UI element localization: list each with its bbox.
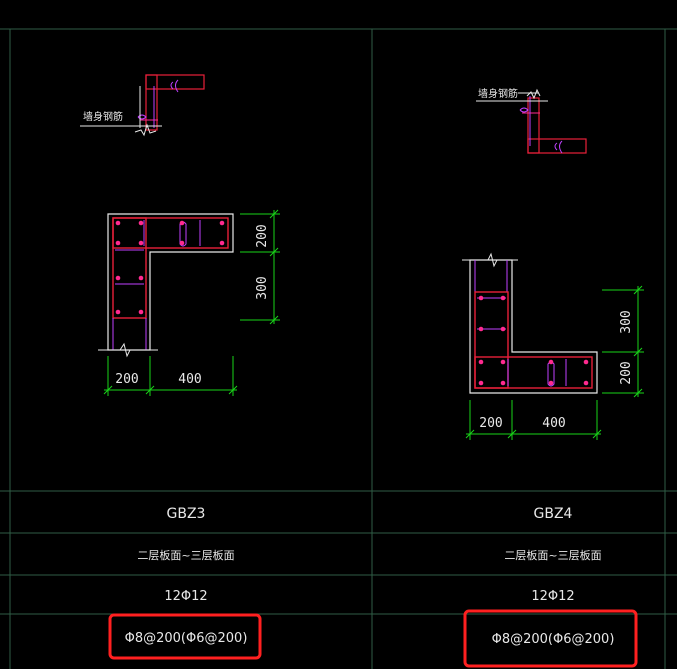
right-detail: 墙身钢筋 <box>462 87 644 440</box>
col2-name: GBZ4 <box>534 506 573 522</box>
right-legs <box>474 260 508 292</box>
left-rebar-cage <box>112 217 229 319</box>
right-wall-rebar-label: 墙身钢筋 <box>478 87 518 100</box>
left-wall-rebar-label: 墙身钢筋 <box>83 110 123 123</box>
right-l-section-outline <box>469 259 598 394</box>
right-dim-horizontal-left: 200 <box>479 416 502 431</box>
highlight-box-left <box>108 613 262 660</box>
col1-stirrup: Φ8@200(Φ6@200) <box>125 631 248 646</box>
left-l-section-outline <box>107 213 234 351</box>
col1-name: GBZ3 <box>167 506 206 522</box>
right-stirrups <box>477 297 567 387</box>
right-rebar-dots <box>478 295 589 386</box>
left-rebar-dots <box>115 220 225 315</box>
highlight-box-right <box>463 609 638 668</box>
right-dim-vertical-bottom: 200 <box>619 361 634 384</box>
right-horizontal-dimension <box>465 400 602 440</box>
left-dim-horizontal-left: 200 <box>115 372 138 387</box>
left-dim-vertical-bottom: 300 <box>255 276 270 299</box>
col2-longitudinal-rebar: 12Φ12 <box>531 589 574 604</box>
right-vertical-dimension <box>602 285 644 398</box>
right-joint-sketch: 墙身钢筋 <box>476 87 587 154</box>
col1-longitudinal-rebar: 12Φ12 <box>164 589 207 604</box>
col2-stirrup: Φ8@200(Φ6@200) <box>492 632 615 647</box>
right-dim-horizontal-right: 400 <box>542 416 565 431</box>
table-col-gbz4: GBZ4 二层板面~三层板面 12Φ12 Φ8@200(Φ6@200) <box>492 506 615 647</box>
left-legs <box>112 318 147 350</box>
left-joint-sketch: 墙身钢筋 <box>80 74 205 137</box>
left-horizontal-dimension <box>103 356 238 396</box>
left-dim-horizontal-right: 400 <box>178 372 201 387</box>
left-vertical-dimension <box>240 209 280 325</box>
left-detail: 墙身钢筋 <box>80 74 280 396</box>
col1-elevation: 二层板面~三层板面 <box>137 548 234 562</box>
table-col-gbz3: GBZ3 二层板面~三层板面 12Φ12 Φ8@200(Φ6@200) <box>125 506 248 646</box>
right-dim-vertical-top: 300 <box>619 310 634 333</box>
col2-elevation: 二层板面~三层板面 <box>504 548 601 562</box>
left-dim-vertical-top: 200 <box>255 224 270 247</box>
right-rebar-cage <box>474 291 593 389</box>
table-grid <box>0 28 677 669</box>
